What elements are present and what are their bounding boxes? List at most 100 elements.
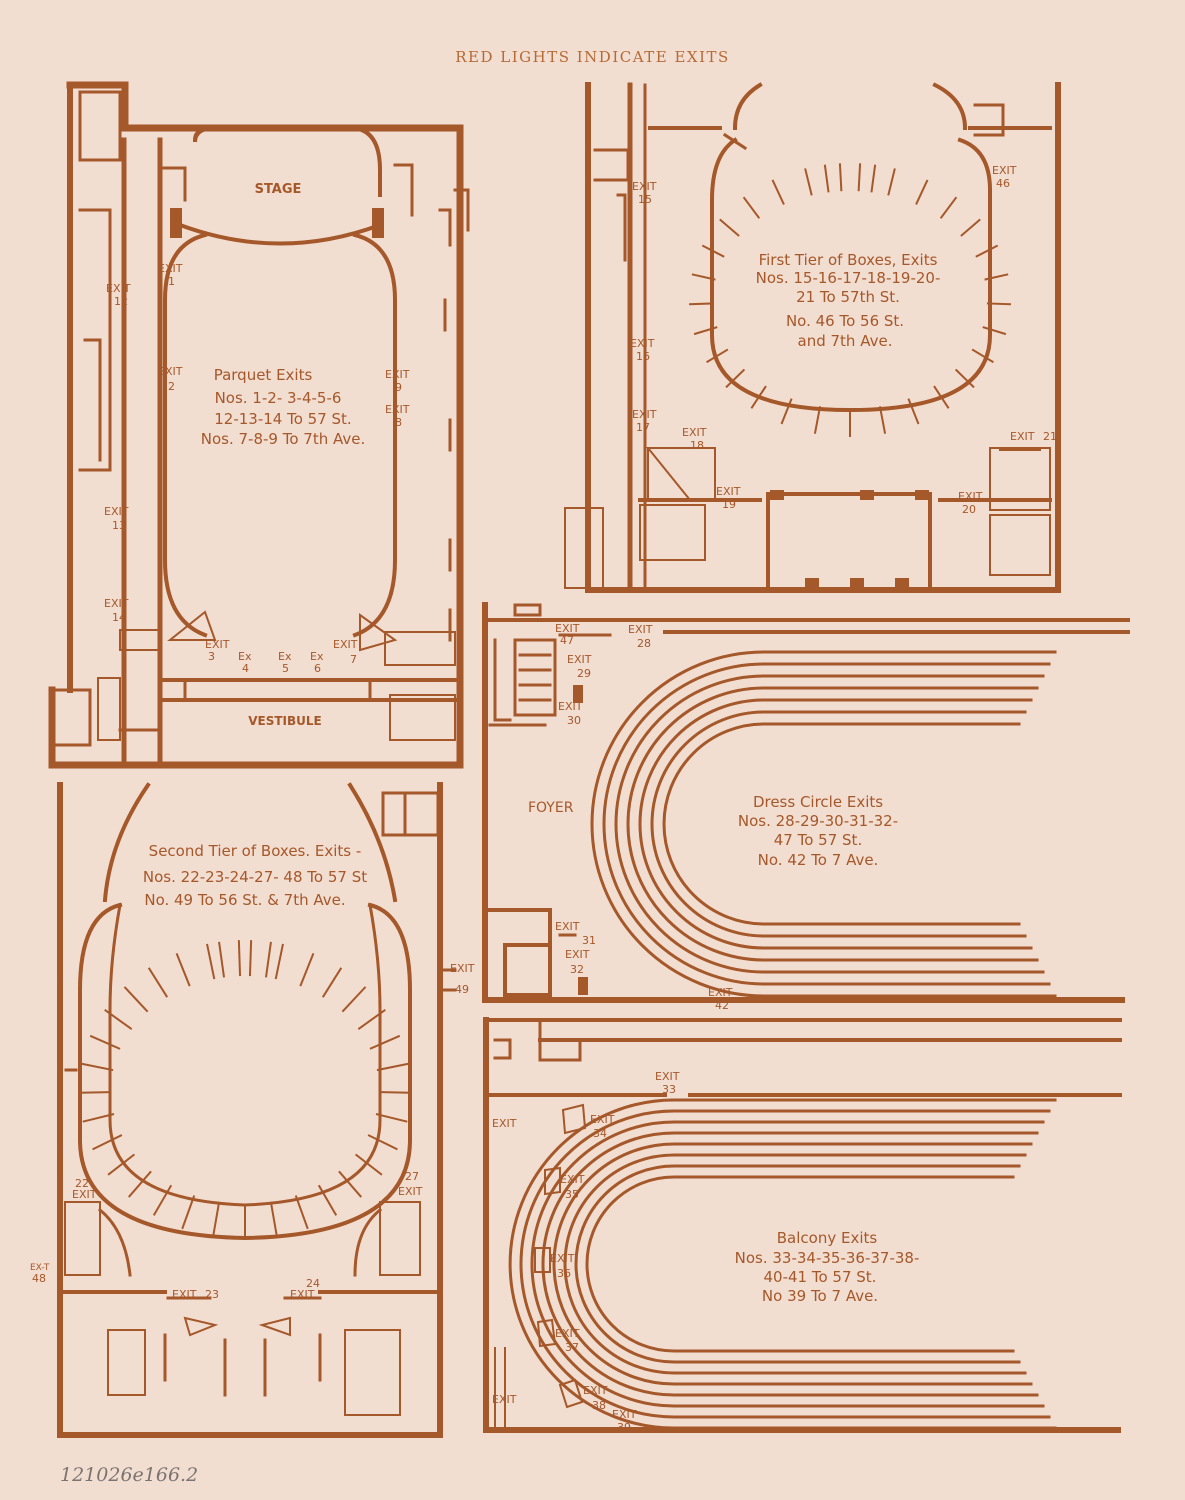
box-divider [750, 385, 767, 409]
parquet-exit-num-1: 1 [168, 275, 175, 288]
box-divider [369, 1034, 401, 1050]
balcony-exit-word-37: EXIT [555, 1327, 580, 1340]
box-divider [147, 967, 169, 998]
dress-circle-exit-word-31: EXIT [555, 920, 580, 933]
box-divider [79, 1091, 112, 1094]
parquet-exit-word-9: EXIT [385, 368, 410, 381]
box-divider [975, 244, 999, 258]
parquet-plan: STAGE VESTIBULE Parquet Exits [48, 81, 470, 769]
parquet-exit-num-9: 9 [395, 381, 402, 394]
first-tier-exit-num-18: 18 [690, 439, 704, 452]
box-divider [123, 986, 149, 1013]
box-divider [92, 1134, 123, 1151]
stage-label: STAGE [255, 182, 302, 197]
box-divider [152, 1184, 173, 1216]
dress-circle-exit-word-28: EXIT [628, 623, 653, 636]
balcony-exit-num-35: 35 [565, 1188, 579, 1201]
parquet-exit-num-13: 13 [112, 519, 126, 532]
second-tier-exit-num-23: 23 [205, 1288, 219, 1301]
box-divider [933, 385, 950, 409]
balcony-plan: Balcony Exits Nos. 33-34-35-36-37-38- 40… [483, 1017, 1122, 1434]
box-divider [375, 1113, 408, 1123]
parquet-exit-num-6: 6 [314, 662, 321, 675]
seating-row [585, 1175, 1015, 1353]
first-tier-exit-word-46: EXIT [992, 164, 1017, 177]
first-tier-exit-num-16: 16 [636, 350, 650, 363]
box-divider [954, 368, 975, 389]
first-tier-exit-word-17: EXIT [632, 408, 657, 421]
box-divider [984, 273, 1009, 281]
box-divider [89, 1034, 121, 1050]
second-tier-line-1: Second Tier of Boxes. Exits - [149, 842, 362, 860]
parquet-ex-word-4: Ex [238, 650, 252, 663]
second-tier-exit-word-24: EXIT [290, 1288, 315, 1301]
dress-circle-exit-num-28: 28 [637, 637, 651, 650]
first-tier-line-3: 21 To 57th St. [796, 288, 900, 306]
box-divider [248, 940, 253, 977]
box-divider [915, 179, 929, 205]
second-tier-line-3: No. 49 To 56 St. & 7th Ave. [144, 891, 345, 909]
parquet-exit-word-1: EXIT [158, 262, 183, 275]
box-divider [274, 943, 284, 980]
dress-circle-exit-num-32: 32 [570, 963, 584, 976]
first-tier-exit-word-18: EXIT [682, 426, 707, 439]
parquet-ex-word-6: Ex [310, 650, 324, 663]
balcony-exit-num-39: 39 [617, 1421, 631, 1434]
box-divider [206, 943, 216, 980]
first-tier-exit-word-16: EXIT [630, 337, 655, 350]
parquet-line-2: 12-13-14 To 57 St. [214, 410, 351, 428]
parquet-exit-num-4: 4 [242, 662, 249, 675]
seating-row [602, 662, 1051, 986]
vestibule-label: VESTIBULE [248, 714, 322, 728]
dress-circle-exit-num-29: 29 [577, 667, 591, 680]
box-divider [857, 163, 862, 192]
balcony-exit-word-33: EXIT [655, 1070, 680, 1083]
box-divider [878, 406, 887, 434]
balcony-exit-word-38: EXIT [583, 1384, 608, 1397]
box-divider [804, 168, 813, 196]
balcony-exit-word-35: EXIT [560, 1173, 585, 1186]
box-divider [701, 244, 725, 258]
box-divider [181, 1195, 196, 1230]
first-tier-exit-num-46: 46 [996, 177, 1010, 190]
first-tier-line-4: No. 46 To 56 St. [786, 312, 904, 330]
seating-row [590, 650, 1057, 998]
balcony-exit-num-37: 37 [565, 1341, 579, 1354]
seating-row [563, 1153, 1027, 1375]
dress-circle-exit-word-47: EXIT [555, 622, 580, 635]
parquet-exit-word-13: EXIT [104, 505, 129, 518]
box-divider [960, 218, 981, 237]
foyer-label: FOYER [528, 800, 574, 816]
box-divider [939, 196, 958, 219]
box-divider [264, 941, 272, 978]
box-divider [354, 1153, 383, 1176]
box-divider [725, 368, 746, 389]
box-divider [321, 967, 343, 998]
dress-circle-line-1: Dress Circle Exits [753, 793, 883, 811]
box-divider [870, 164, 877, 193]
box-divider [378, 1091, 411, 1094]
parquet-exit-num-14: 14 [112, 611, 126, 624]
parquet-exit-word-8: EXIT [385, 403, 410, 416]
second-tier-exit-num-22: 22 [75, 1177, 89, 1190]
box-divider [689, 302, 714, 306]
box-divider [107, 1153, 136, 1176]
catalog-note: 121026e166.2 [60, 1464, 199, 1486]
page-header: RED LIGHTS INDICATE EXITS [455, 48, 730, 66]
balcony-exit-num-33: 33 [662, 1083, 676, 1096]
parquet-exit-word-14: EXIT [104, 597, 129, 610]
box-divider [376, 1062, 409, 1072]
balcony-line-4: No 39 To 7 Ave. [762, 1287, 878, 1305]
first-tier-plan: First Tier of Boxes, Exits Nos. 15-16-17… [564, 82, 1061, 593]
box-divider [780, 398, 793, 425]
second-tier-exit-word-27: EXIT [398, 1185, 423, 1198]
second-tier-exit-num-24: 24 [306, 1277, 320, 1290]
balcony-line-3: 40-41 To 57 St. [764, 1268, 877, 1286]
parquet-exit-word-2: EXIT [158, 365, 183, 378]
seating-row [626, 686, 1039, 962]
box-divider [82, 1113, 115, 1123]
parquet-exit-num-7: 7 [350, 653, 357, 666]
box-divider [907, 398, 920, 425]
parquet-ex-word-5: Ex [278, 650, 292, 663]
